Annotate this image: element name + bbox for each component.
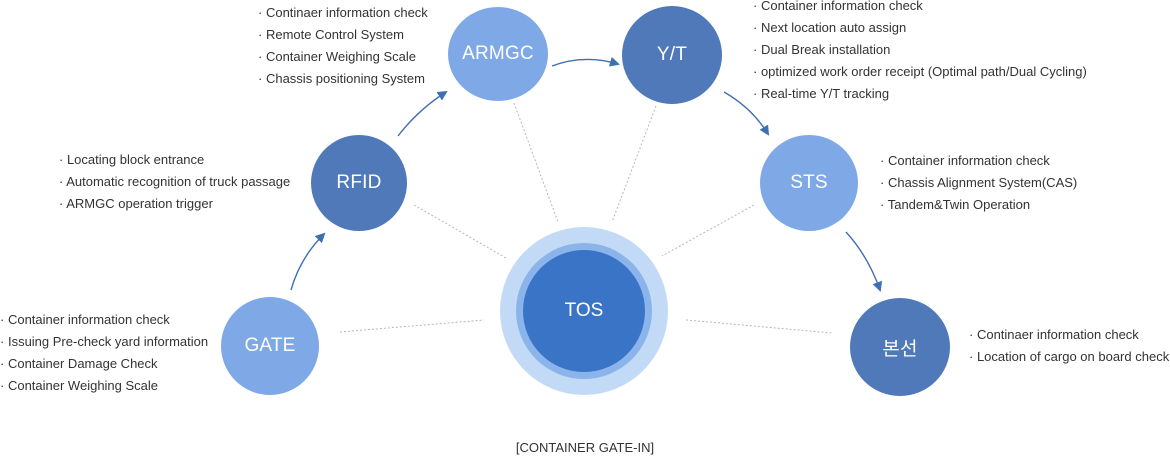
sts-label: STS — [790, 172, 828, 193]
diagram-caption: [CONTAINER GATE-IN] — [515, 440, 655, 455]
vessel-node: 본선 — [850, 298, 950, 396]
armgc-feature: Chassis positioning System — [258, 68, 428, 90]
rfid-feature: Locating block entrance — [59, 149, 290, 171]
gate-node: GATE — [221, 297, 319, 395]
connector-yt-tos — [611, 105, 657, 223]
armgc-node: ARMGC — [448, 7, 548, 101]
sts-feature: Container information check — [880, 150, 1077, 172]
sts-feature: Tandem&Twin Operation — [880, 194, 1077, 216]
rfid-feature: ARMGC operation trigger — [59, 193, 290, 215]
armgc-feature: Continaer information check — [258, 2, 428, 24]
gate-feature: Issuing Pre-check yard information — [0, 331, 208, 353]
rfid-label: RFID — [336, 172, 382, 193]
arrow-gate-rfid — [290, 232, 326, 291]
yt-feature-list: Container information check Next locatio… — [753, 0, 1087, 105]
arrow-yt-sts — [723, 91, 770, 136]
armgc-label: ARMGC — [462, 43, 534, 64]
sts-node: STS — [760, 135, 858, 231]
rfid-node: RFID — [311, 135, 407, 231]
armgc-feature-list: Continaer information check Remote Contr… — [258, 2, 428, 90]
vessel-feature-list: Continaer information check Location of … — [969, 324, 1169, 368]
armgc-feature: Remote Control System — [258, 24, 428, 46]
sts-feature-list: Container information check Chassis Alig… — [880, 150, 1078, 216]
tos-node: TOS — [523, 250, 645, 372]
yt-feature: Dual Break installation — [753, 39, 1087, 61]
yt-label: Y/T — [656, 44, 688, 65]
yt-feature: Container information check — [753, 0, 1087, 17]
connector-vessel-tos — [685, 319, 833, 334]
yt-feature: optimized work order receipt (Optimal pa… — [753, 61, 1087, 83]
sts-feature: Chassis Alignment System(CAS) — [880, 172, 1077, 194]
arrow-armgc-yt — [551, 56, 620, 67]
gate-label: GATE — [244, 335, 296, 356]
connector-sts-tos — [661, 204, 755, 257]
yt-feature: Real-time Y/T tracking — [753, 83, 1087, 105]
gate-feature: Container Weighing Scale — [0, 375, 208, 397]
gate-feature: Container information check — [0, 309, 208, 331]
gate-feature: Container Damage Check — [0, 353, 208, 375]
yt-node: Y/T — [622, 6, 722, 104]
connector-gate-tos — [339, 319, 485, 333]
vessel-feature: Location of cargo on board check — [969, 346, 1169, 368]
connector-armgc-tos — [513, 102, 559, 223]
arrow-rfid-armgc — [397, 90, 448, 137]
arrow-sts-vessel — [845, 231, 883, 292]
armgc-feature: Container Weighing Scale — [258, 46, 428, 68]
rfid-feature: Automatic recognition of truck passage — [59, 171, 290, 193]
vessel-label: 본선 — [882, 338, 918, 360]
yt-feature: Next location auto assign — [753, 17, 1087, 39]
rfid-feature-list: Locating block entrance Automatic recogn… — [59, 149, 290, 215]
connector-rfid-tos — [413, 204, 507, 259]
vessel-feature: Continaer information check — [969, 324, 1169, 346]
gate-feature-list: Container information check Issuing Pre-… — [0, 309, 208, 397]
tos-label: TOS — [564, 300, 604, 321]
